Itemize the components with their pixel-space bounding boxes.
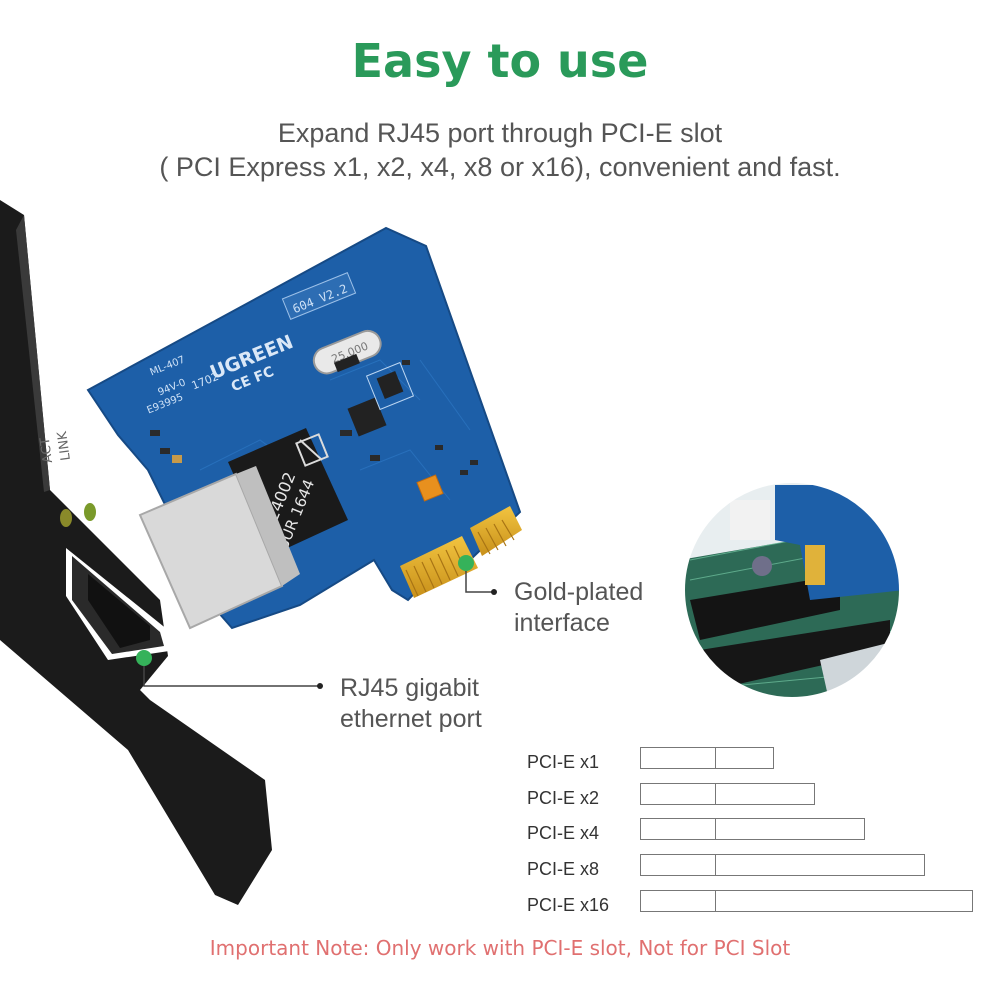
subtitle-line-1: Expand RJ45 port through PCI-E slot	[277, 118, 723, 148]
gold-callout-text: Gold-plated interface	[514, 577, 643, 639]
important-note: Important Note: Only work with PCI-E slo…	[209, 936, 791, 960]
rj45-callout-text: RJ45 gigabit ethernet port	[340, 673, 482, 735]
callout-rj45-marker	[136, 650, 323, 689]
slot-bar-x16	[640, 890, 973, 912]
subtitle-line-2: ( PCI Express x1, x2, x4, x8 or x16), co…	[159, 152, 841, 182]
bracket-label-act: ACT	[38, 436, 56, 464]
led-2	[84, 503, 96, 521]
slot-bar-x1	[640, 747, 774, 769]
slot-label-x1: PCI-E x1	[527, 752, 600, 772]
callout-gold-marker	[458, 555, 497, 595]
gold-callout-line-2: interface	[514, 609, 610, 637]
slot-label-x2: PCI-E x2	[527, 788, 600, 808]
slot-label-x4: PCI-E x4	[527, 823, 600, 843]
slot-bar-x2	[640, 783, 815, 805]
slot-label-x16: PCI-E x16	[527, 895, 610, 915]
page-title: Easy to use	[351, 34, 649, 88]
rj45-callout-line-1: RJ45 gigabit	[340, 674, 479, 702]
led-1	[60, 509, 72, 527]
slot-bar-x8	[640, 854, 925, 876]
rj45-housing	[138, 466, 300, 630]
gold-callout-line-1: Gold-plated	[514, 578, 644, 606]
metal-bracket: LINK ACT	[0, 200, 272, 905]
slot-label-x8: PCI-E x8	[527, 859, 600, 879]
rj45-callout-line-2: ethernet port	[340, 705, 482, 733]
slot-bar-x4	[640, 818, 865, 840]
bracket-label-link: LINK	[55, 430, 74, 462]
